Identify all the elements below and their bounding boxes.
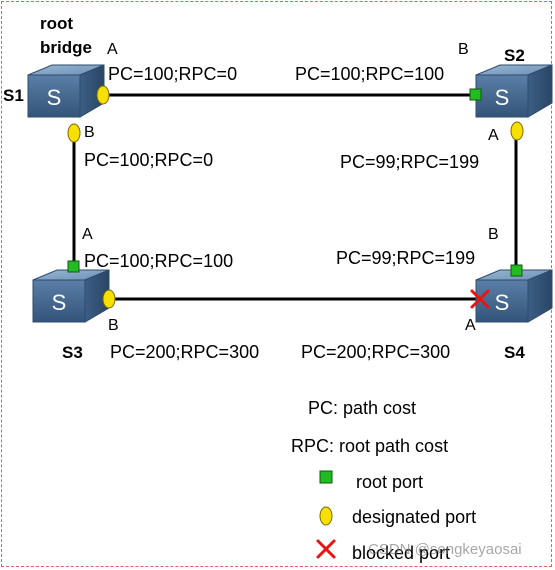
switch-s4-icon[interactable]: S: [475, 269, 553, 323]
s2-port-b-name: B: [458, 41, 469, 58]
legend-pc: PC: path cost: [308, 398, 417, 418]
s1-port-b-name: B: [84, 124, 95, 141]
switch-s2-glyph: S: [495, 85, 510, 110]
s4-name-label: S4: [504, 343, 525, 362]
s4-port-a-cost: PC=200;RPC=300: [301, 342, 451, 362]
legend-designated-port-label: designated port: [352, 507, 477, 527]
switch-s3-icon[interactable]: S: [32, 269, 110, 323]
switch-s2-icon[interactable]: S: [475, 64, 553, 118]
s2-name-label: S2: [504, 46, 525, 65]
s3-port-a-root-marker: [67, 260, 80, 273]
s4-port-b-root-marker: [510, 264, 523, 277]
watermark: CSDN @songkeyaosai: [368, 541, 522, 558]
s2-port-a-name: A: [488, 127, 499, 144]
s1-port-b-designated-marker: [67, 123, 81, 143]
s1-port-a-cost: PC=100;RPC=0: [108, 64, 238, 84]
legend-root-port-label: root port: [356, 472, 424, 492]
legend-rpc: RPC: root path cost: [291, 436, 449, 456]
switch-s1-icon[interactable]: S: [27, 64, 105, 118]
s2-port-b-root-marker: [469, 88, 482, 101]
s3-port-a-name: A: [82, 226, 93, 243]
switch-s3-glyph: S: [52, 290, 67, 315]
s1-name-label: S1: [3, 86, 24, 105]
switch-s4-glyph: S: [495, 290, 510, 315]
s4-port-b-cost: PC=99;RPC=199: [336, 248, 476, 268]
s1-port-a-name: A: [107, 41, 118, 58]
s4-port-a-name: A: [465, 317, 476, 334]
legend-blocked-port-label: blocked port: [352, 543, 451, 563]
s4-port-b-name: B: [488, 226, 499, 243]
s1-port-b-cost: PC=100;RPC=0: [84, 150, 214, 170]
s3-name-label: S3: [62, 343, 83, 362]
s3-port-a-cost: PC=100;RPC=100: [84, 251, 234, 271]
legend-root-port-marker: [319, 470, 333, 484]
legend-designated-port-marker: [319, 506, 333, 526]
s2-port-b-cost: PC=100;RPC=100: [295, 64, 445, 84]
s2-port-a-designated-marker: [510, 121, 524, 141]
s1-port-a-designated-marker: [96, 85, 110, 105]
legend-blocked-port-marker: [316, 539, 336, 559]
switch-s1-glyph: S: [47, 85, 62, 110]
s2-port-a-cost: PC=99;RPC=199: [340, 152, 480, 172]
s3-port-b-cost: PC=200;RPC=300: [110, 342, 260, 362]
s3-port-b-designated-marker: [102, 289, 116, 309]
s4-port-a-blocked-marker: [470, 289, 490, 309]
s1-note-label: root bridge: [40, 14, 92, 57]
s3-port-b-name: B: [108, 317, 119, 334]
